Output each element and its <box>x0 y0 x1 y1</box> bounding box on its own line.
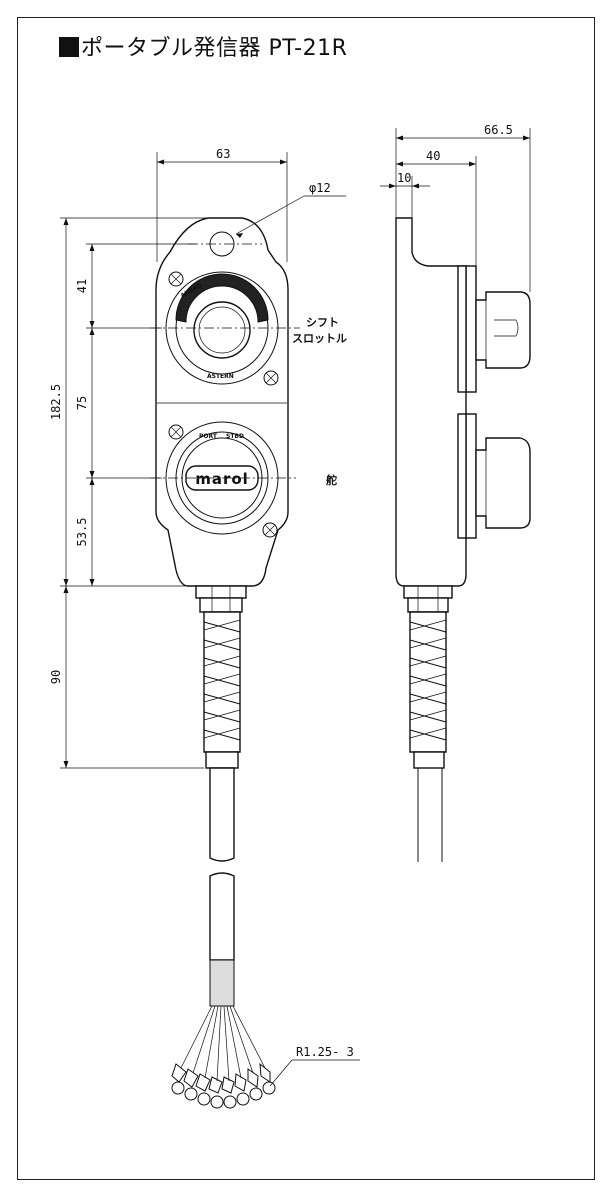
dim-41: 41 <box>75 279 89 293</box>
screw-br-icon <box>263 370 279 386</box>
cable-boot <box>205 751 239 769</box>
cable-lower <box>209 872 235 961</box>
dim-terminal: R1.25- 3 <box>296 1045 354 1059</box>
gland-nut <box>195 585 247 599</box>
throttle-lever-icon <box>193 301 251 359</box>
front-view: ASTERN AHEAD PORT STBD marol <box>150 217 300 1109</box>
label-rudder: 舵 <box>326 473 337 487</box>
terminal-ring-1 <box>171 1081 185 1095</box>
front-dimensions: 63 φ12 41 75 53.5 182.5 90 シフト <box>49 147 360 1087</box>
cable-sheath-end <box>209 959 235 1007</box>
cable-upper <box>209 767 235 862</box>
dim-75: 75 <box>75 396 89 410</box>
drawing-frame <box>17 17 595 1180</box>
side-throttle-plate <box>465 265 477 393</box>
dim-66-5: 66.5 <box>484 123 513 137</box>
stbd-label: STBD <box>226 433 244 440</box>
dim-63: 63 <box>216 147 230 161</box>
terminal-ring-6 <box>236 1092 250 1106</box>
side-rudder-flange <box>457 413 467 539</box>
dim-90: 90 <box>49 670 63 684</box>
side-view <box>395 217 531 862</box>
terminal-ring-8 <box>262 1081 276 1095</box>
dim-phi12: φ12 <box>309 181 331 195</box>
side-rudder-plate <box>465 413 477 539</box>
terminal-ring-2 <box>184 1087 198 1101</box>
label-shift: シフト <box>306 316 339 329</box>
label-throttle: スロットル <box>292 332 347 345</box>
side-gland-nut <box>403 585 453 599</box>
throttle-lever-inner <box>198 306 246 354</box>
dim-10: 10 <box>397 171 411 185</box>
screw-tl-icon <box>168 271 184 287</box>
screw-bl-icon <box>262 522 278 538</box>
side-strain-relief <box>409 611 447 753</box>
front-body-outline <box>155 217 289 587</box>
dim-40: 40 <box>426 149 440 163</box>
side-cable <box>417 768 443 862</box>
side-dimensions: 66.5 40 10 <box>380 123 531 292</box>
side-body-outline <box>395 217 467 587</box>
terminal-ring-5 <box>223 1095 237 1109</box>
title-square-icon <box>59 37 79 57</box>
side-rudder-knob <box>475 437 531 529</box>
logo-text: marol <box>195 470 249 488</box>
terminal-ring-7 <box>249 1087 263 1101</box>
port-label: PORT <box>199 433 218 440</box>
terminal-ring-3 <box>197 1092 211 1106</box>
gland-body <box>199 597 243 613</box>
side-gland-body <box>407 597 449 613</box>
screw-ml-icon <box>168 424 184 440</box>
terminal-ring-4 <box>210 1095 224 1109</box>
dim-53-5: 53.5 <box>75 518 89 547</box>
astern-label: ASTERN <box>207 373 234 380</box>
side-cable-boot <box>413 751 445 769</box>
title-text: ポータブル発信器 PT-21R <box>81 36 348 61</box>
side-throttle-flange <box>457 265 467 393</box>
dim-182-5: 182.5 <box>49 384 63 420</box>
strain-relief-spring <box>203 611 241 753</box>
throttle-arc <box>175 273 269 323</box>
wire-fan <box>171 1005 276 1109</box>
drawing-title: ポータブル発信器 PT-21R <box>59 30 347 62</box>
side-throttle-knob <box>475 291 531 369</box>
